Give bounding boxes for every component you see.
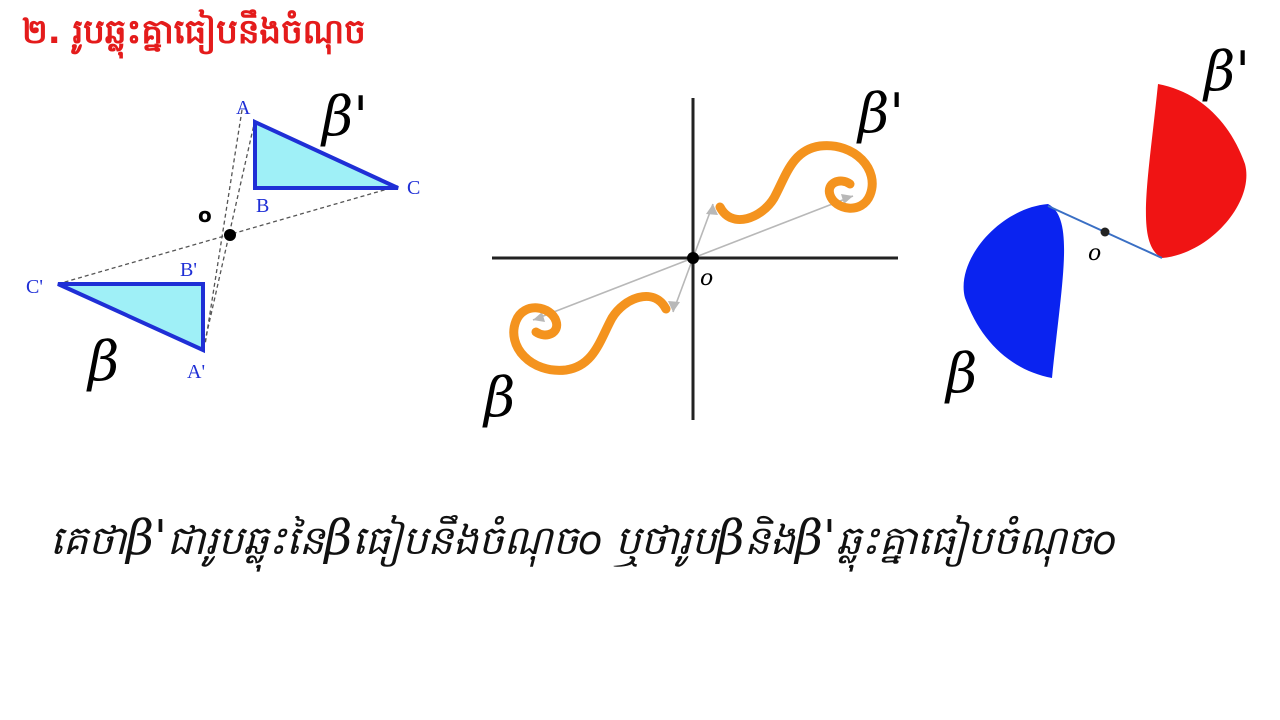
label-c: C: [407, 177, 420, 199]
beta-label: β: [482, 366, 515, 429]
red-shape: [1145, 84, 1247, 258]
beta-label: β: [86, 330, 119, 393]
caption-beta-1: β: [324, 510, 353, 566]
label-c-prime: C': [26, 276, 43, 298]
dashed-line-b: [204, 109, 243, 346]
blue-shape: [963, 204, 1065, 378]
arrow-to-spiral-prime: [692, 195, 854, 259]
center-point: [224, 229, 236, 241]
label-a-prime: A': [187, 361, 205, 383]
caption-beta-prime-2: β': [795, 510, 837, 566]
spiral-curve-prime: [715, 141, 877, 225]
origin-label: o: [700, 266, 713, 291]
arrowhead-beta: [533, 312, 545, 322]
caption-part-3: ធៀបនឹងចំណុចo ឬថារូប: [352, 518, 717, 564]
label-b-prime: B': [180, 259, 197, 281]
caption-part-2: ជារូបឆ្លុះនៃ: [167, 518, 325, 564]
arrowhead-up: [706, 204, 718, 215]
origin-point: [687, 252, 699, 264]
center-point: [1100, 227, 1110, 237]
spiral-curve: [509, 291, 671, 375]
caption-part-4: និង: [744, 518, 796, 564]
caption-part-5: ឆ្លុះគ្នាធៀបចំណុចo: [836, 518, 1117, 564]
beta-prime-label: β': [856, 82, 904, 145]
triangle-a-b-c-prime: [57, 282, 205, 354]
curve-reflection-figure: o β' β: [482, 82, 904, 429]
caption-beta-prime-1: β': [126, 510, 168, 566]
boomerang-reflection-figure: o β' β: [944, 40, 1250, 405]
definition-caption: គេថា β' ជារូបឆ្លុះនៃ β ធៀបនឹងចំណុចo ឬថារ…: [50, 510, 1240, 574]
caption-part-1: គេថា: [50, 518, 127, 564]
label-b: B: [256, 195, 269, 217]
arrowhead-prime: [841, 194, 853, 204]
dashed-line-a: [202, 119, 256, 351]
beta-label: β: [944, 342, 977, 405]
origin-label: o: [1088, 241, 1101, 266]
label-o: o: [198, 203, 212, 227]
triangle-reflection-figure: A B C B' A' C' o β' β: [26, 85, 420, 393]
label-a: A: [236, 97, 251, 119]
beta-prime-label: β': [320, 85, 368, 148]
triangle-abc: [253, 118, 399, 190]
beta-prime-label: β': [1202, 40, 1250, 103]
arrowhead-down: [668, 301, 680, 312]
page-title: ២. រូបឆ្លុះគ្នាធៀបនឹងចំណុច: [22, 12, 366, 52]
caption-beta-2: β: [716, 510, 745, 566]
arrow-to-spiral: [532, 257, 694, 321]
